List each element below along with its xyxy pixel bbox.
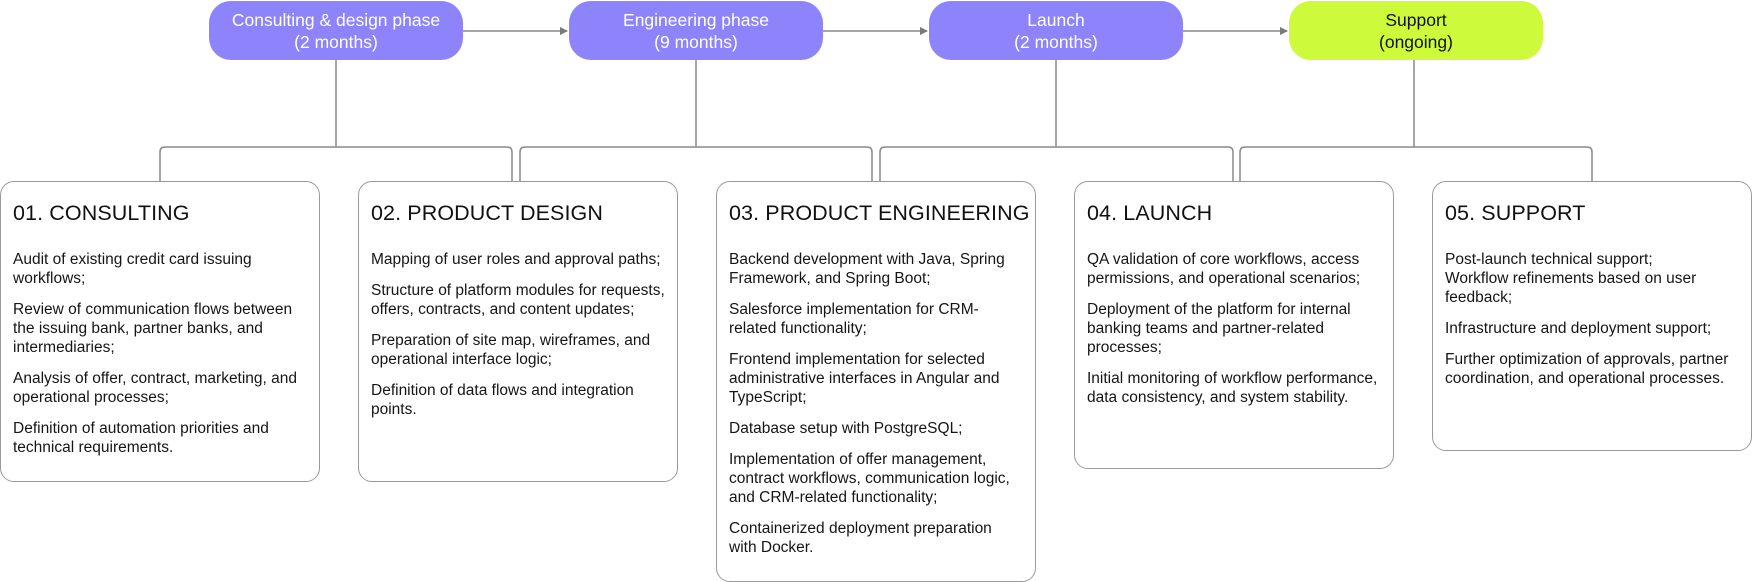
phase-duration: (ongoing) [1379,31,1453,52]
card-item: Backend development with Java, Spring Fr… [729,251,1005,287]
card-item: Further optimization of approvals, partn… [1445,351,1729,387]
phase-title: Launch [1027,9,1085,30]
card-item: Mapping of user roles and approval paths… [371,251,661,268]
phase-title: Support [1385,9,1447,30]
phase-launch: Launch (2 months) [929,1,1183,60]
phase-duration: (9 months) [654,31,738,52]
phase-duration: (2 months) [1014,31,1098,52]
phase-title: Consulting & design phase [231,9,441,30]
card-item: Definition of data flows and integration… [371,382,634,418]
card-item: Workflow refinements based on user feedb… [1445,270,1697,306]
card-title: 04. LAUNCH [1087,201,1213,225]
card-item: Initial monitoring of workflow performan… [1087,370,1378,406]
card-item: Infrastructure and deployment support; [1445,320,1712,337]
phase-title: Engineering phase [623,9,769,30]
card-item: Database setup with PostgreSQL; [729,420,963,437]
card-item: Implementation of offer management, cont… [729,451,1010,506]
card-support: 05. SUPPORT Post-launch technical suppor… [1432,181,1752,451]
card-consulting: 01. CONSULTING Audit of existing credit … [0,181,320,482]
card-item: Structure of platform modules for reques… [371,282,665,318]
bracket-engineering [519,60,873,181]
card-launch: 04. LAUNCH QA validation of core workflo… [1074,181,1394,469]
card-item: Containerized deployment preparation wit… [729,520,992,556]
bracket-consulting-design [159,60,513,181]
card-item: Frontend implementation for selected adm… [729,351,1000,406]
bracket-support [1239,60,1593,181]
card-item: Deployment of the platform for internal … [1087,301,1351,356]
card-item: Preparation of site map, wireframes, and… [371,332,651,368]
phase-support: Support (ongoing) [1289,1,1543,60]
card-title: 01. CONSULTING [13,201,190,225]
phase-engineering: Engineering phase (9 months) [569,1,823,60]
bracket-launch [879,60,1234,181]
card-product-design: 02. PRODUCT DESIGN Mapping of user roles… [358,181,678,482]
card-item: QA validation of core workflows, access … [1087,251,1361,287]
card-item: Audit of existing credit card issuing wo… [13,251,252,287]
card-item: Definition of automation priorities and … [13,420,269,456]
card-product-engineering: 03. PRODUCT ENGINEERING Backend developm… [716,181,1036,582]
card-title: 02. PRODUCT DESIGN [371,201,603,225]
card-title: 05. SUPPORT [1445,201,1586,225]
phase-duration: (2 months) [294,31,378,52]
phase-consulting-design: Consulting & design phase (2 months) [209,1,463,60]
card-item: Post-launch technical support; [1445,251,1653,268]
card-item: Salesforce implementation for CRM-relate… [729,301,979,337]
card-title: 03. PRODUCT ENGINEERING [729,201,1030,225]
card-item: Analysis of offer, contract, marketing, … [13,370,298,406]
card-item: Review of communication flows between th… [13,301,293,356]
